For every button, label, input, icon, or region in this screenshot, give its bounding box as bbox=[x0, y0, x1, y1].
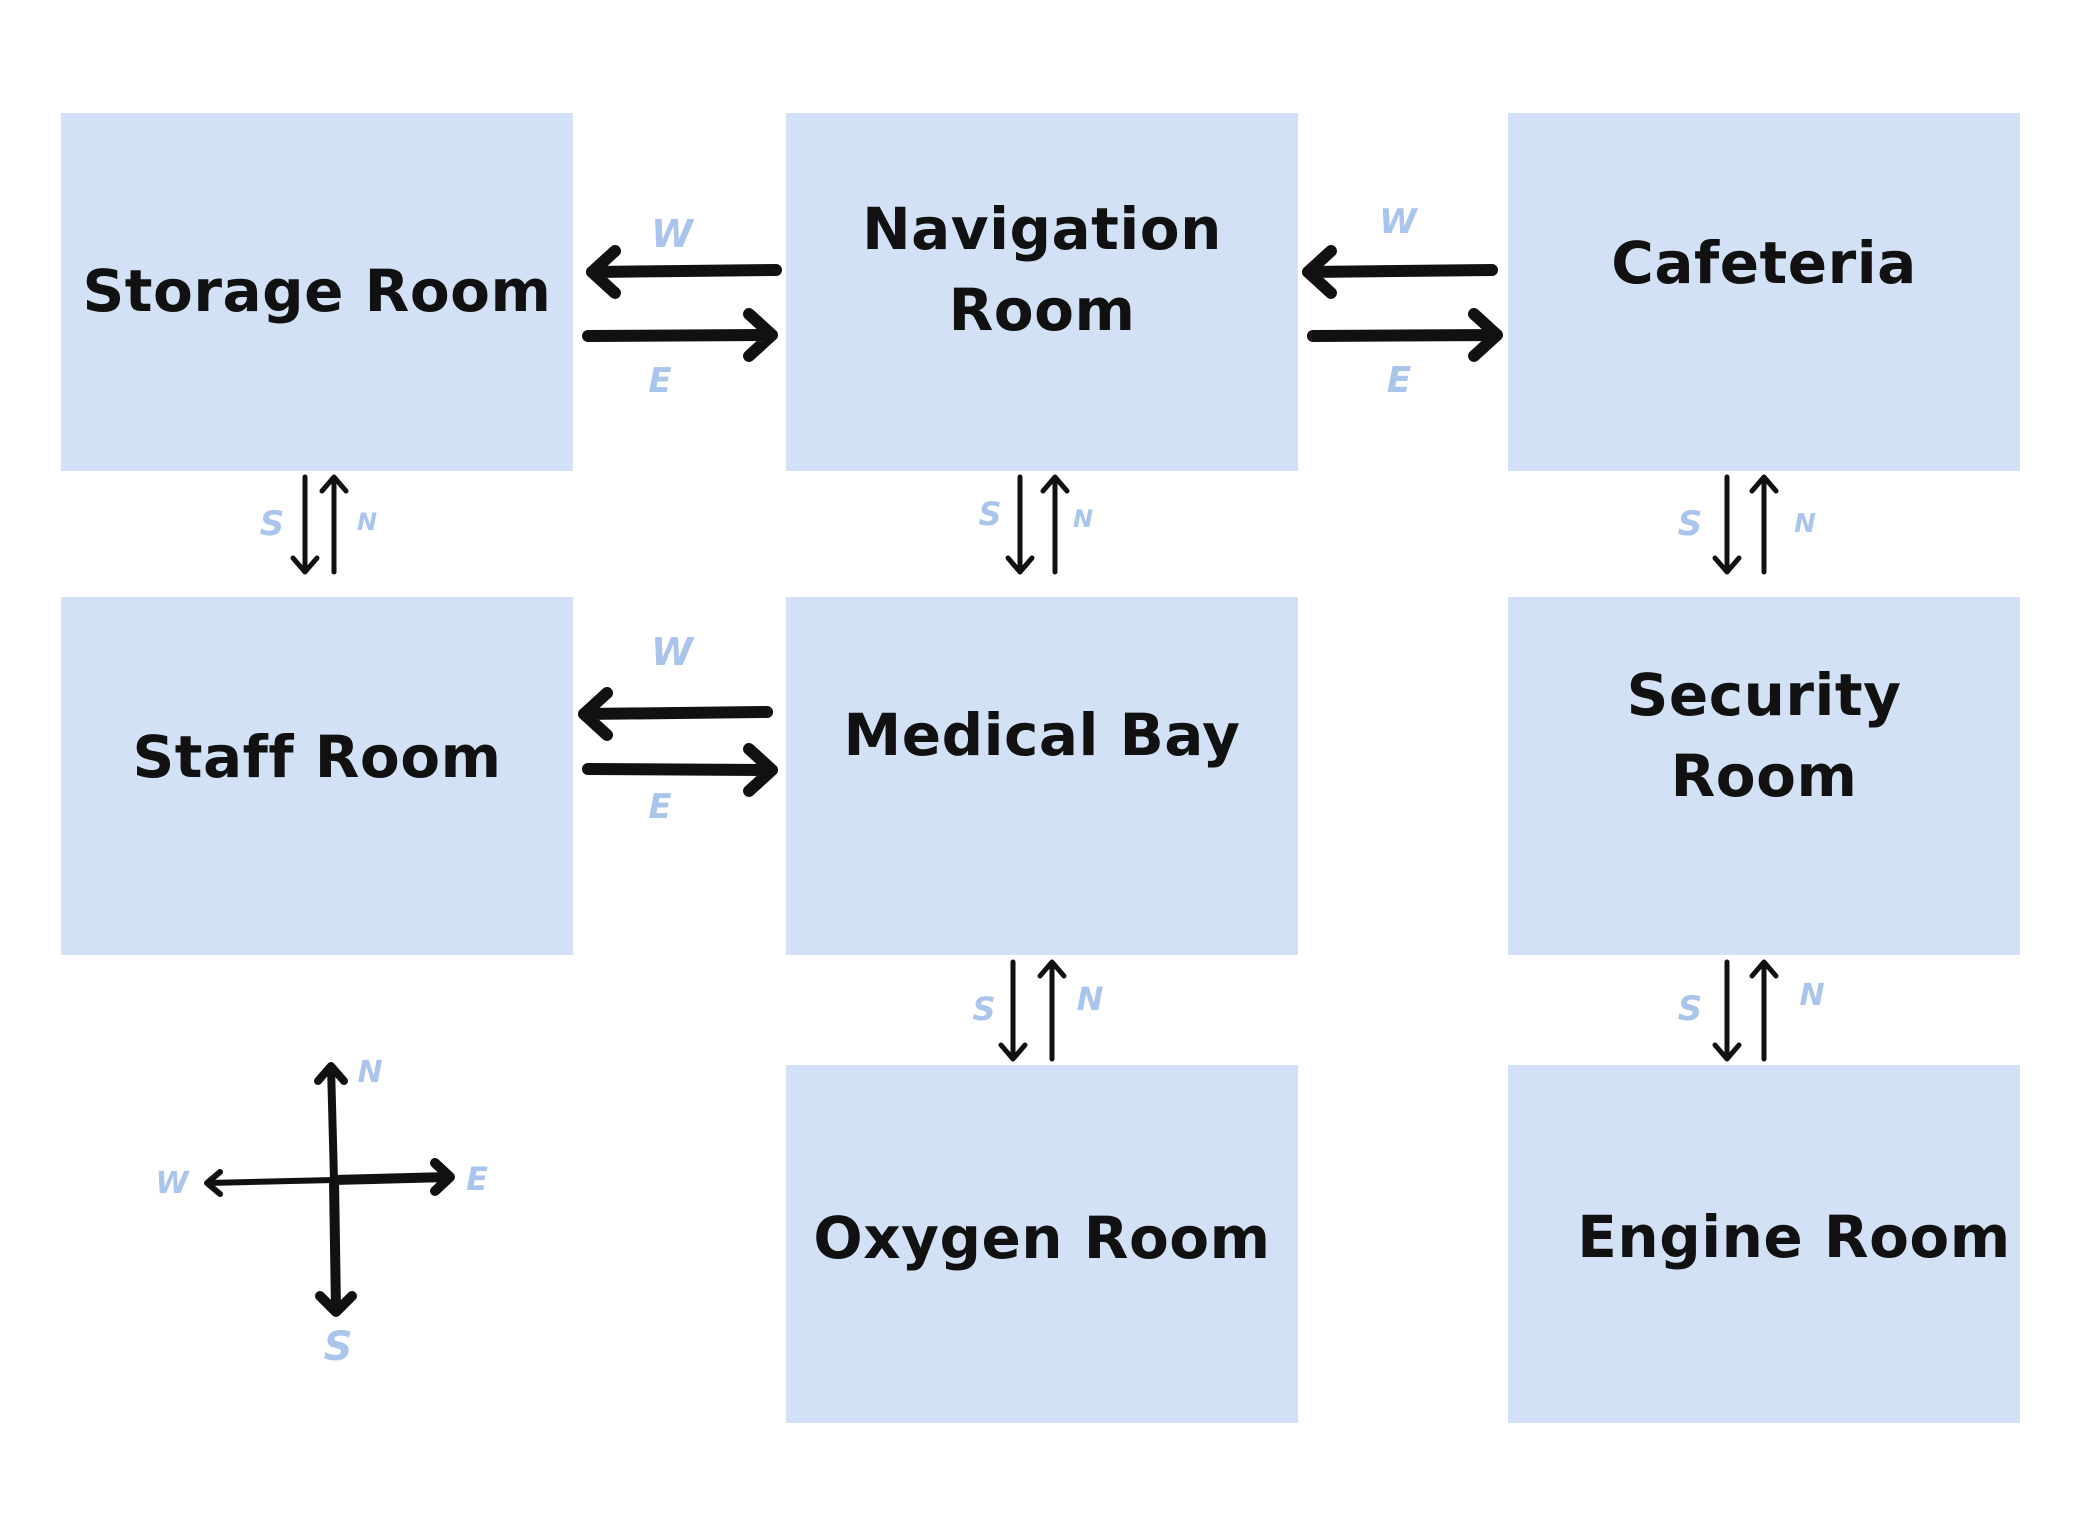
room-oxygen-label: Oxygen Room bbox=[813, 1204, 1271, 1273]
connector-staff-medical: W E bbox=[578, 630, 778, 827]
arrow-west bbox=[1302, 245, 1498, 299]
arrow-south bbox=[998, 959, 1028, 1062]
direction-letter-s: S bbox=[1678, 989, 1703, 1029]
arrow-south bbox=[1712, 474, 1742, 575]
arrow-north bbox=[1749, 959, 1779, 1062]
arrow-north bbox=[1040, 474, 1070, 575]
room-cafeteria: Cafeteria bbox=[1508, 113, 2020, 471]
compass-letter-e: E bbox=[466, 1160, 488, 1198]
arrow-east bbox=[582, 308, 778, 362]
arrow-east bbox=[582, 743, 778, 797]
direction-letter-e: E bbox=[648, 787, 671, 827]
arrow-east bbox=[1307, 308, 1503, 362]
direction-letter-s: S bbox=[978, 495, 1001, 533]
direction-letter-s: S bbox=[260, 504, 285, 544]
direction-letter-w: W bbox=[651, 630, 695, 674]
direction-letter-w: W bbox=[651, 212, 695, 256]
direction-letter-n: N bbox=[1073, 505, 1093, 533]
room-staff: Staff Room bbox=[61, 597, 573, 955]
room-navigation-label: Navigation Room bbox=[862, 194, 1222, 344]
direction-letter-s: S bbox=[1678, 504, 1703, 544]
direction-letter-n: N bbox=[1077, 980, 1104, 1018]
compass-east-arrow bbox=[329, 1158, 455, 1196]
direction-letter-w: W bbox=[1379, 202, 1418, 242]
room-security: Security Room bbox=[1508, 597, 2020, 955]
compass-west-arrow bbox=[204, 1169, 337, 1197]
room-medical-label: Medical Bay bbox=[843, 701, 1241, 770]
connector-medical-oxygen: S N bbox=[972, 959, 1104, 1062]
connector-navigation-cafeteria: W E bbox=[1302, 202, 1503, 401]
connector-storage-navigation: W E bbox=[582, 212, 782, 401]
direction-letter-e: E bbox=[648, 361, 671, 401]
compass: N E W S bbox=[155, 1055, 488, 1370]
connector-cafeteria-security: S N bbox=[1678, 474, 1816, 575]
room-navigation: Navigation Room bbox=[786, 113, 1298, 471]
arrow-south bbox=[1712, 959, 1742, 1062]
room-engine: Engine Room bbox=[1508, 1065, 2020, 1423]
direction-letter-s: S bbox=[972, 990, 995, 1028]
arrow-west bbox=[586, 245, 782, 299]
compass-letter-s: S bbox=[324, 1324, 353, 1370]
direction-letter-n: N bbox=[1794, 509, 1816, 539]
connector-storage-staff: S N bbox=[260, 474, 377, 575]
arrow-south bbox=[290, 474, 320, 575]
room-cafeteria-label: Cafeteria bbox=[1611, 229, 1917, 298]
room-security-label: Security Room bbox=[1626, 660, 1902, 810]
room-engine-label: Engine Room bbox=[1577, 1203, 2011, 1272]
compass-south-arrow bbox=[315, 1175, 357, 1317]
connector-security-engine: S N bbox=[1678, 959, 1825, 1062]
room-oxygen: Oxygen Room bbox=[786, 1065, 1298, 1423]
direction-letter-n: N bbox=[357, 508, 377, 536]
connector-navigation-medical: S N bbox=[978, 474, 1093, 575]
compass-north-arrow bbox=[314, 1062, 348, 1184]
arrow-north bbox=[1037, 959, 1067, 1062]
direction-letter-e: E bbox=[1387, 360, 1412, 401]
room-storage: Storage Room bbox=[61, 113, 573, 471]
arrow-west bbox=[578, 687, 773, 741]
compass-letter-w: W bbox=[155, 1166, 190, 1201]
arrow-south bbox=[1005, 474, 1035, 575]
compass-letter-n: N bbox=[357, 1055, 382, 1090]
direction-letter-n: N bbox=[1799, 978, 1824, 1013]
arrow-north bbox=[1749, 474, 1779, 575]
arrow-north bbox=[319, 474, 349, 575]
room-medical: Medical Bay bbox=[786, 597, 1298, 955]
room-staff-label: Staff Room bbox=[132, 723, 502, 792]
room-storage-label: Storage Room bbox=[82, 257, 552, 326]
